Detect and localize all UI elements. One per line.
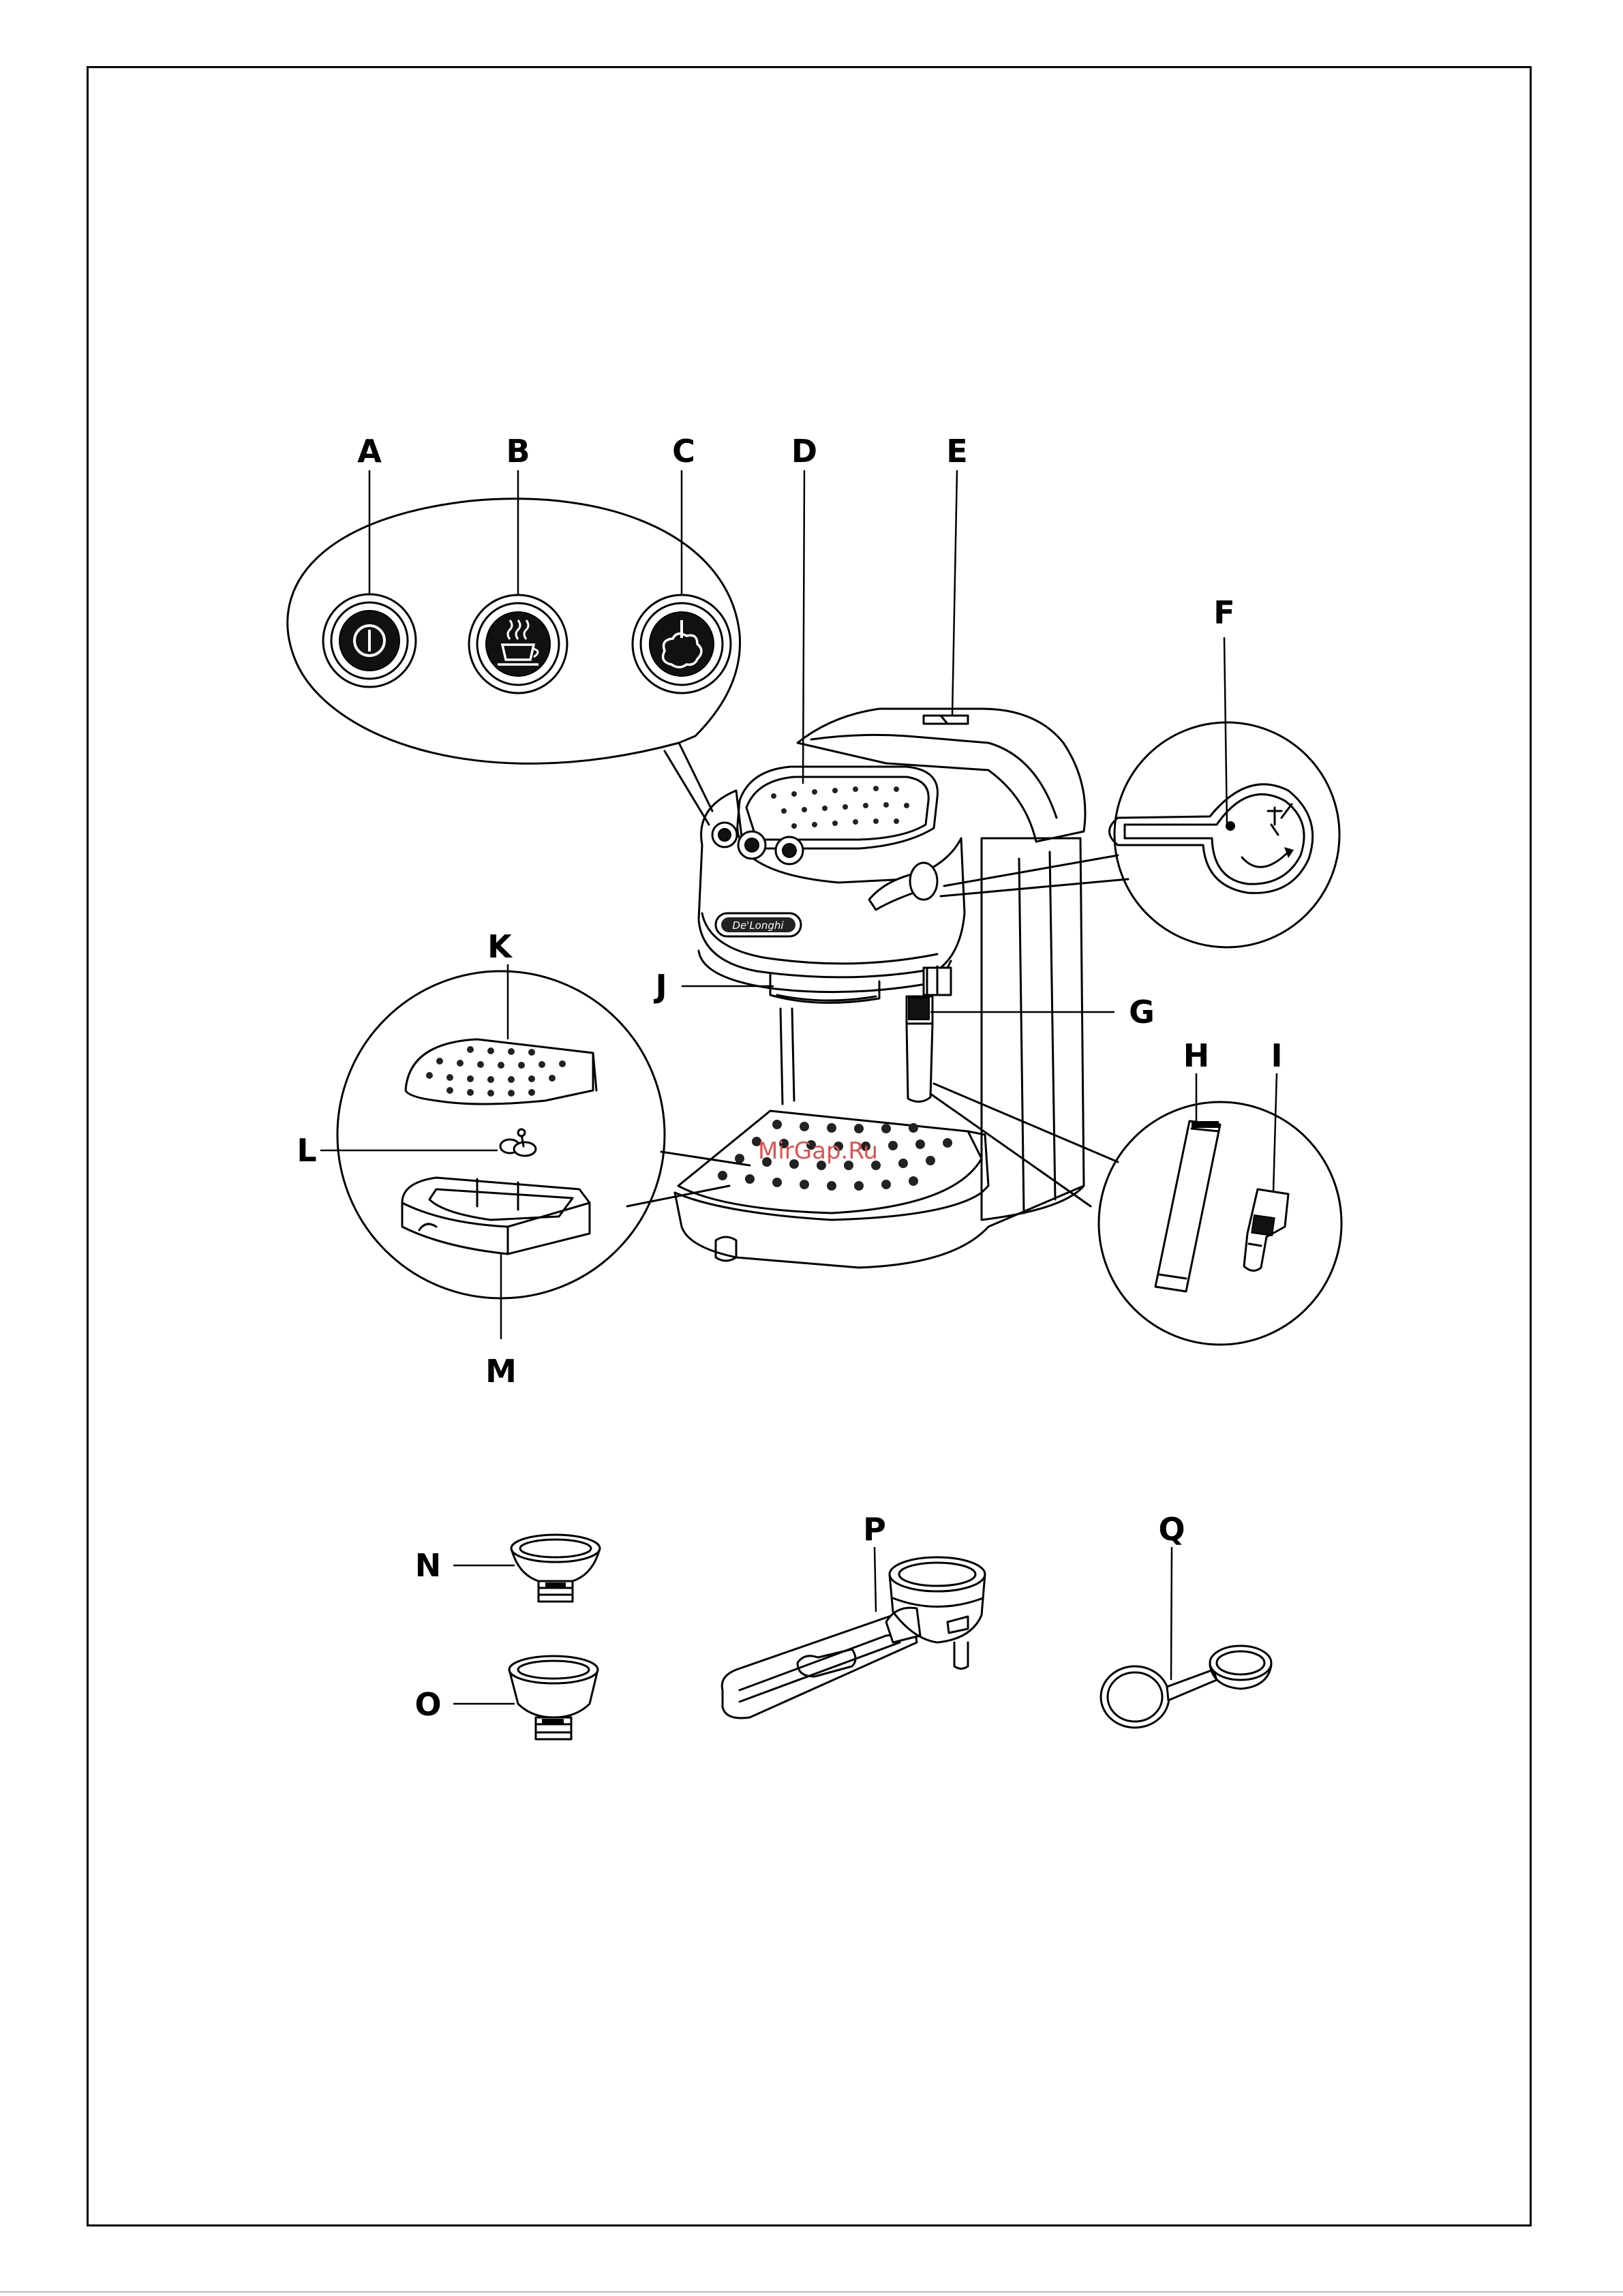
label-f: F <box>1213 594 1234 631</box>
label-e: E <box>946 433 967 470</box>
steam-knob[interactable] <box>869 863 937 910</box>
filter-holder <box>722 1557 985 1718</box>
label-m: M <box>485 1353 517 1390</box>
steam-nozzle <box>1244 1189 1288 1271</box>
cappuccino-sleeve <box>1155 1121 1220 1291</box>
label-k: K <box>487 928 513 965</box>
cup-tray-holes <box>771 786 909 829</box>
label-q: Q <box>1158 1511 1185 1548</box>
steam-dial-icon <box>1242 804 1294 867</box>
label-i: I <box>1271 1037 1282 1074</box>
label-b: B <box>506 433 530 470</box>
filter-two-cups <box>509 1656 598 1739</box>
label-g: G <box>1129 994 1155 1030</box>
drip-tray-callout <box>320 964 750 1339</box>
coffee-button[interactable] <box>469 595 567 693</box>
label-l: L <box>297 1132 316 1169</box>
drip-tray-base <box>402 1178 590 1254</box>
label-c: C <box>672 433 695 470</box>
filter-one-cup <box>511 1535 600 1602</box>
bottom-rule <box>0 2291 1623 2293</box>
power-button[interactable] <box>323 594 416 687</box>
water-level-float <box>500 1129 536 1156</box>
label-h: H <box>1183 1037 1210 1074</box>
steam-dial-callout <box>941 637 1339 947</box>
label-j: J <box>653 968 667 1005</box>
label-o: O <box>414 1686 441 1723</box>
label-a: A <box>357 433 382 470</box>
espresso-machine: De'Longhi <box>675 709 1085 1268</box>
drip-tray-grille <box>406 1039 596 1104</box>
brand-badge-text: De'Longhi <box>732 919 784 932</box>
label-d: D <box>791 433 817 470</box>
label-n: N <box>415 1547 442 1584</box>
steam-nozzle-callout <box>930 1073 1341 1345</box>
machine-buttons <box>712 823 803 864</box>
label-p: P <box>863 1511 886 1548</box>
steam-button[interactable] <box>633 595 731 693</box>
watermark: MirGap.Ru <box>758 1137 878 1165</box>
brand-badge: De'Longhi <box>716 913 801 936</box>
measuring-scoop <box>1101 1646 1271 1728</box>
